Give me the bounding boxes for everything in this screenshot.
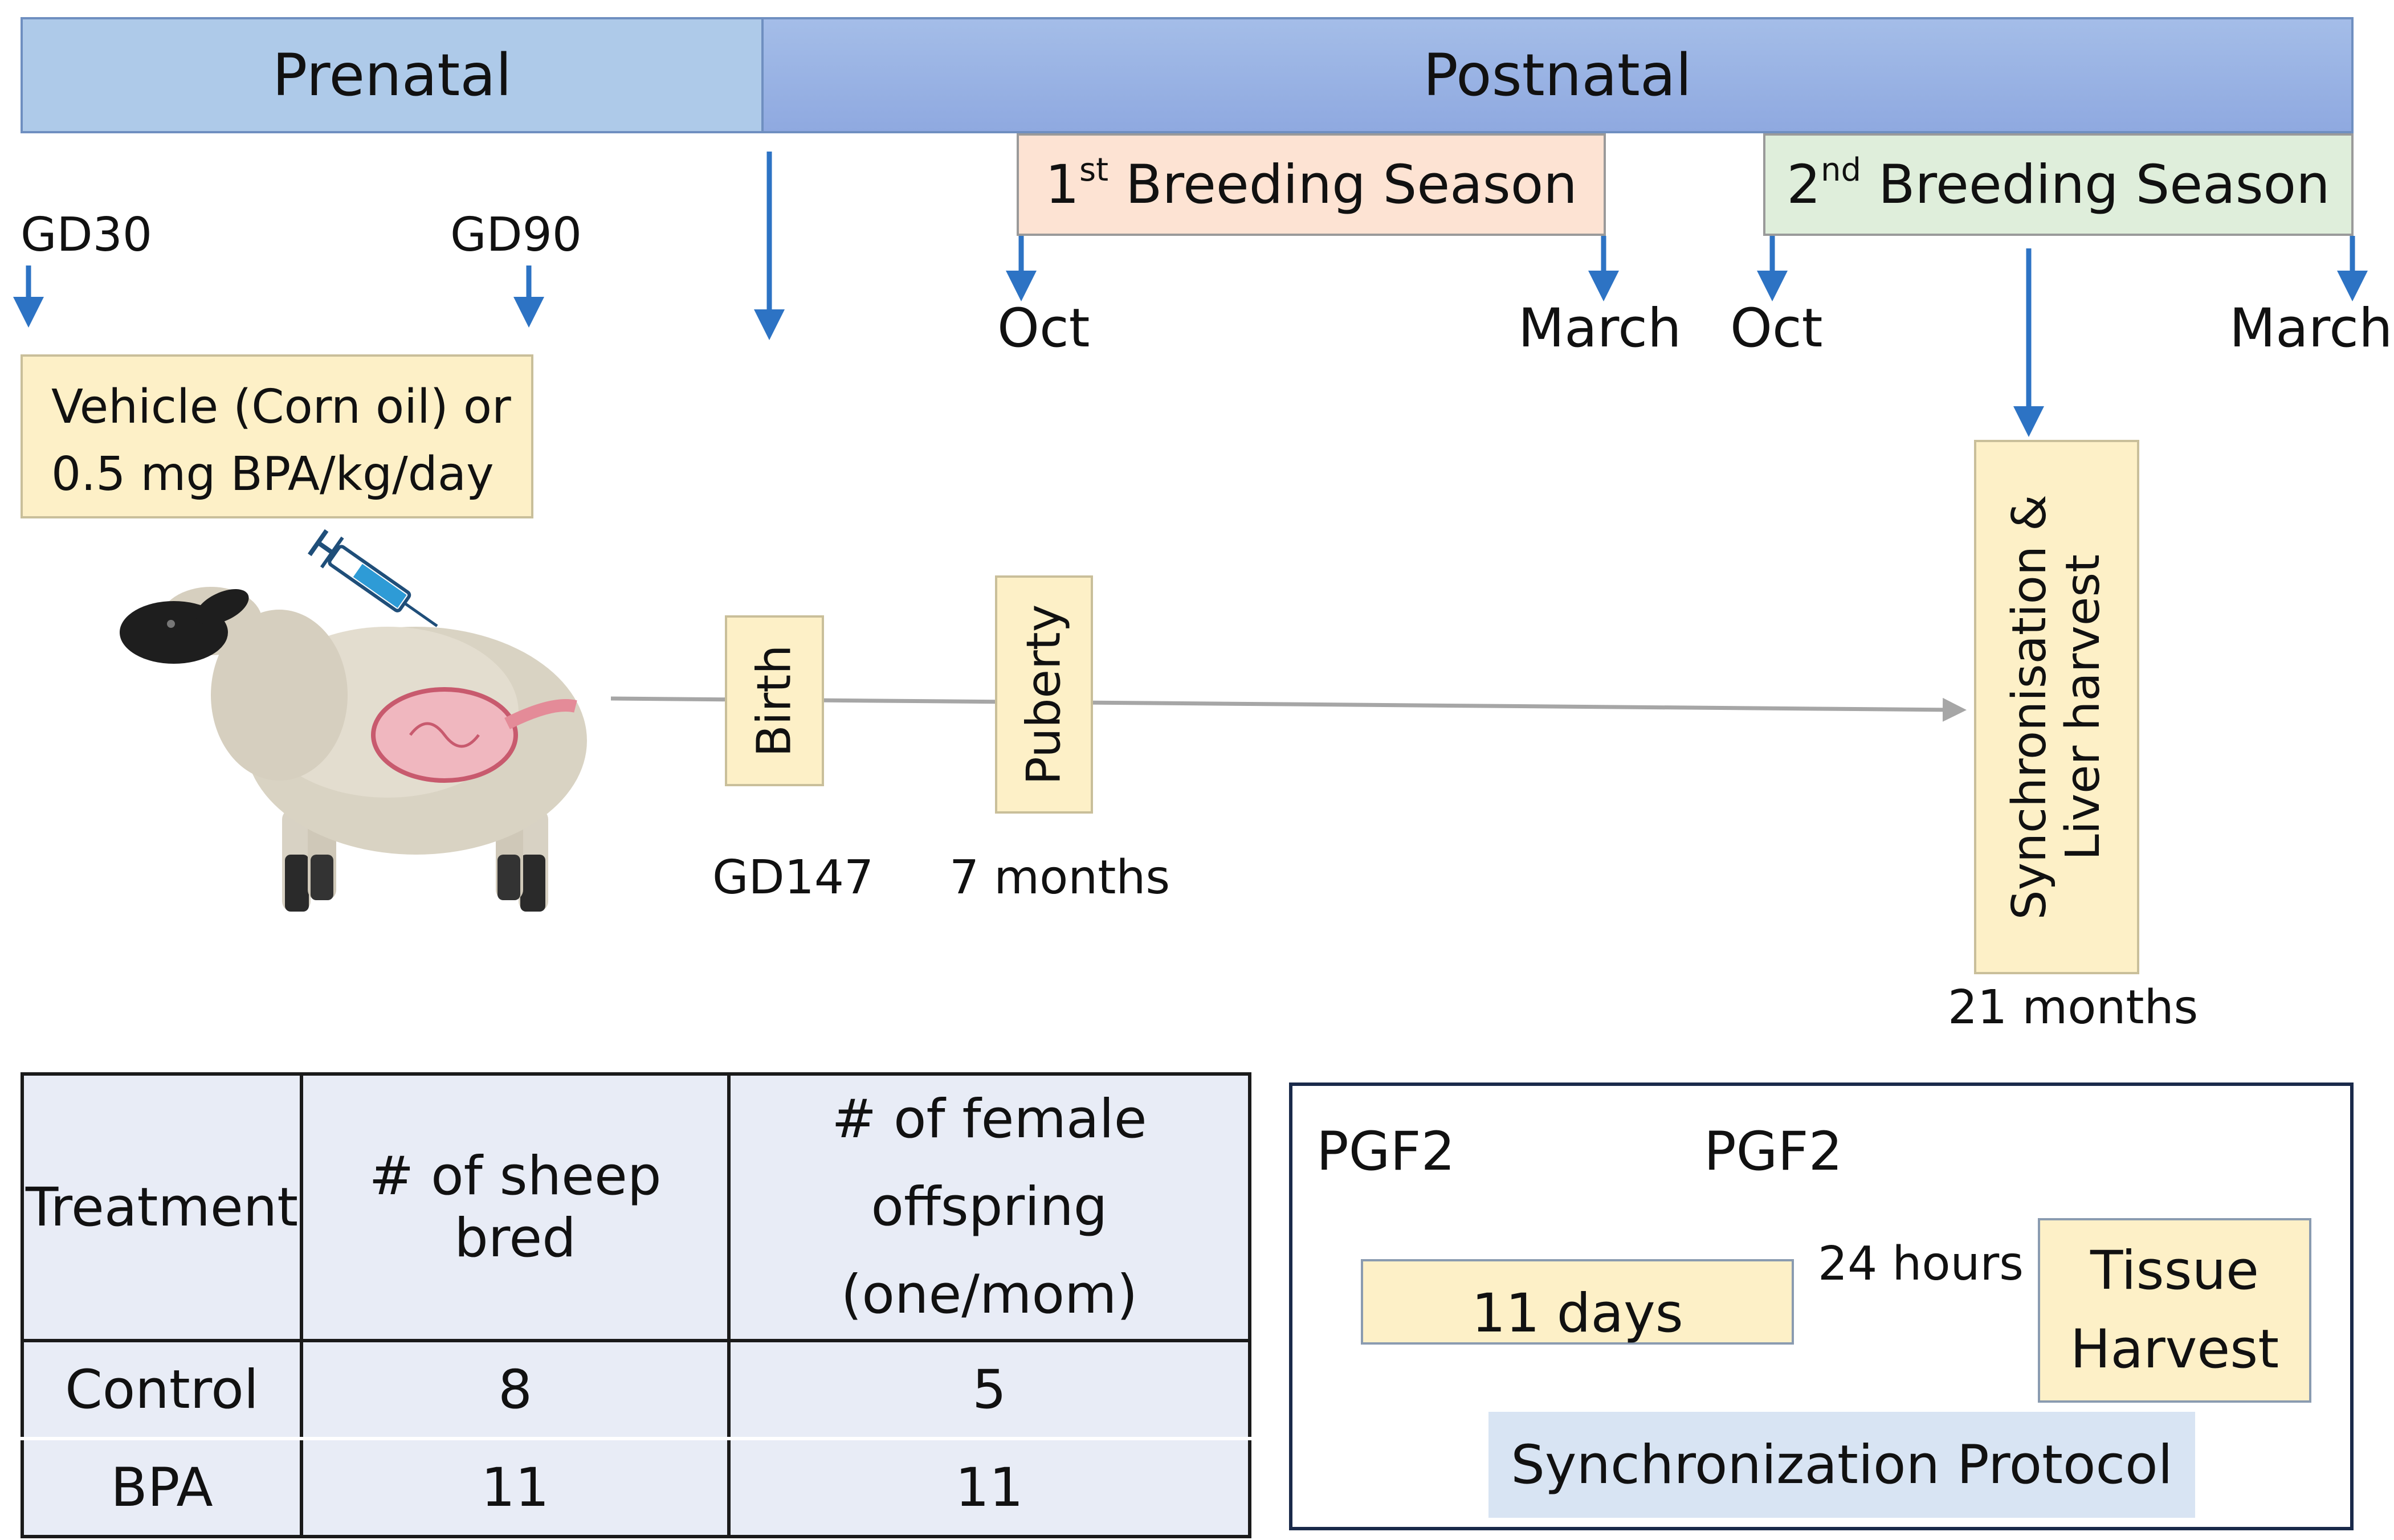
tissue-harvest-box: Tissue Harvest [2038, 1218, 2311, 1403]
oct-2-label: Oct [1730, 297, 1823, 360]
table-cell-offspring: 5 [727, 1339, 1251, 1440]
sheep-illustration [120, 587, 587, 912]
tissue-harvest-line2: Harvest [2070, 1318, 2279, 1380]
postnatal-label: Postnatal [1423, 41, 1692, 109]
table-header-offspring: # of female offspring (one/mom) [727, 1072, 1251, 1342]
table-cell-treatment: BPA [21, 1437, 303, 1538]
gd30-label: GD30 [21, 208, 153, 262]
syringe-icon [307, 529, 438, 627]
breeding-season-1-box: 1st Breeding Season [1017, 133, 1606, 236]
table-header-offspring-line3: (one/mom) [841, 1264, 1138, 1326]
puberty-time-label: 7 months [949, 851, 1171, 905]
harvest-box: Synchronisation & Liver harvest [1974, 440, 2139, 974]
birth-label: Birth [747, 644, 801, 757]
harvest-label-line2: Liver harvest [2056, 554, 2110, 860]
march-2-label: March [2229, 297, 2393, 360]
harvest-label-line1: Synchronisation & [2002, 494, 2057, 920]
breeding-season-2-box: 2nd Breeding Season [1763, 133, 2354, 236]
table-header-offspring-line1: # of female [831, 1088, 1147, 1150]
table-row: BPA 11 11 [21, 1437, 1251, 1538]
pgf-right-label: PGF2 [1704, 1121, 1843, 1183]
treatment-table: Treatment # of sheep bred # of female of… [21, 1072, 1251, 1538]
breeding-season-2-label: 2nd Breeding Season [1787, 152, 2330, 216]
treatment-dose-line1: Vehicle (Corn oil) or [51, 380, 511, 434]
table-header-bred: # of sheep bred [300, 1072, 731, 1342]
eleven-days-label: 11 days [1471, 1282, 1683, 1345]
table-row: Control 8 5 [21, 1339, 1251, 1440]
breeding-season-1-label: 1st Breeding Season [1045, 152, 1577, 216]
treatment-dose-line2: 0.5 mg BPA/kg/day [51, 447, 494, 501]
synchronization-protocol-caption-text: Synchronization Protocol [1511, 1433, 2173, 1496]
table-header-offspring-line2: offspring [871, 1176, 1108, 1238]
march-1-label: March [1518, 297, 1682, 360]
harvest-time-label: 21 months [1948, 981, 2199, 1035]
twenty-four-hours-label: 24 hours [1818, 1237, 2024, 1291]
prenatal-bar: Prenatal [21, 17, 764, 133]
tissue-harvest-line1: Tissue [2090, 1240, 2259, 1302]
birth-box: Birth [725, 615, 824, 786]
table-cell-bred: 11 [300, 1437, 731, 1538]
birth-time-label: GD147 [712, 851, 874, 905]
table-cell-bred: 8 [300, 1339, 731, 1440]
table-header-treatment: Treatment [21, 1072, 303, 1342]
synchronization-protocol-caption: Synchronization Protocol [1488, 1412, 2195, 1518]
postnatal-bar: Postnatal [761, 17, 2354, 133]
table-cell-treatment: Control [21, 1339, 303, 1440]
prenatal-label: Prenatal [272, 41, 512, 109]
gd90-label: GD90 [450, 208, 582, 262]
timeline-line [610, 696, 1967, 722]
table-cell-offspring: 11 [727, 1437, 1251, 1538]
pgf-left-label: PGF2 [1316, 1121, 1455, 1183]
puberty-label: Puberty [1016, 604, 1071, 785]
harvest-label: Synchronisation & Liver harvest [2003, 495, 2111, 920]
treatment-dose-box: Vehicle (Corn oil) or 0.5 mg BPA/kg/day [21, 354, 533, 518]
table-header-row: Treatment # of sheep bred # of female of… [21, 1072, 1251, 1342]
eleven-days-box: 11 days [1361, 1259, 1794, 1345]
puberty-box: Puberty [995, 575, 1093, 814]
oct-1-label: Oct [997, 297, 1090, 360]
